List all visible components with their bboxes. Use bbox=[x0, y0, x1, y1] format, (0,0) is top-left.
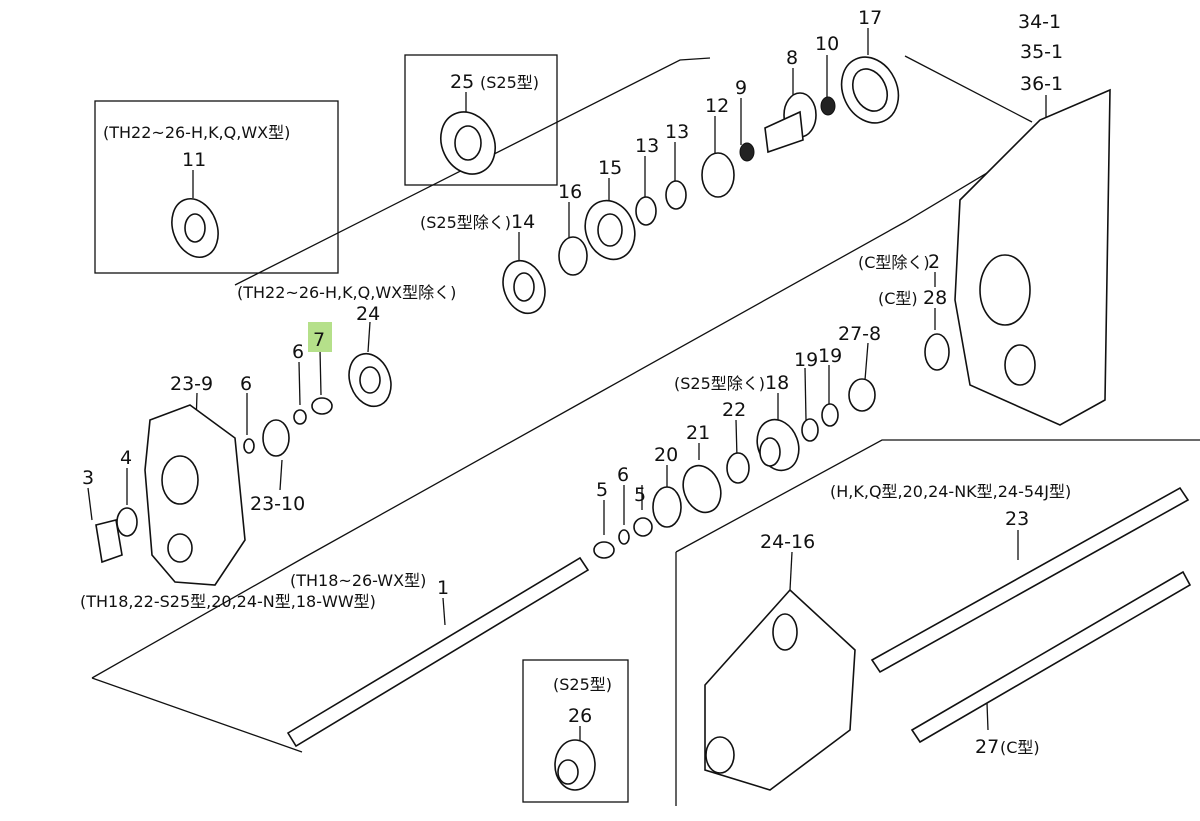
shaft-1 bbox=[286, 556, 590, 748]
label-23-10: 23-10 bbox=[250, 493, 305, 515]
highlight-part-7 bbox=[308, 322, 332, 352]
label-17: 17 bbox=[858, 7, 882, 29]
note-28: (C型) bbox=[878, 289, 918, 308]
label-10: 10 bbox=[815, 33, 839, 55]
upper-shaft-gears bbox=[243, 56, 900, 457]
label-7: 7 bbox=[313, 329, 325, 351]
sleeve-12 bbox=[701, 152, 735, 198]
label-23: 23 bbox=[1005, 508, 1029, 530]
lower-shaft-gears bbox=[593, 333, 950, 559]
label-27: 27 bbox=[975, 736, 999, 758]
bearing-23-10 bbox=[262, 419, 290, 457]
label-2: 2 bbox=[928, 251, 940, 273]
seal-4 bbox=[116, 507, 138, 537]
label-21: 21 bbox=[686, 422, 710, 444]
bearing-19b bbox=[821, 403, 839, 427]
sleeve-3 bbox=[95, 519, 123, 564]
label-16: 16 bbox=[558, 181, 582, 203]
note-27: (C型) bbox=[1000, 738, 1040, 757]
label-14: 14 bbox=[511, 211, 535, 233]
bearing-16 bbox=[558, 236, 588, 276]
note-14: (S25型除く) bbox=[420, 213, 511, 232]
clip-6a bbox=[243, 438, 255, 454]
label-1: 1 bbox=[437, 577, 449, 599]
note-th22-excl: (TH22~26-H,K,Q,WX型除く) bbox=[237, 283, 456, 302]
label-11: 11 bbox=[182, 149, 206, 171]
housing-24-16 bbox=[704, 588, 856, 791]
plate-27-8 bbox=[848, 378, 876, 412]
label-22: 22 bbox=[722, 399, 746, 421]
label-36-1: 36-1 bbox=[1020, 73, 1063, 95]
label-20: 20 bbox=[654, 444, 678, 466]
label-34-1: 34-1 bbox=[1018, 11, 1061, 33]
shaft-27 bbox=[910, 570, 1192, 744]
washer-7 bbox=[311, 397, 333, 415]
inset-box-25 bbox=[404, 54, 558, 186]
section-lines bbox=[91, 55, 1200, 806]
case-34-36 bbox=[954, 88, 1111, 426]
bearing-13b bbox=[665, 180, 687, 210]
label-5a: 5 bbox=[596, 479, 608, 501]
label-9: 9 bbox=[735, 77, 747, 99]
inset-box-11 bbox=[94, 100, 339, 274]
label-13b: 13 bbox=[665, 121, 689, 143]
label-19b: 19 bbox=[818, 345, 842, 367]
bearing-28 bbox=[924, 333, 950, 371]
inset-box-26 bbox=[522, 659, 629, 803]
shaft-23 bbox=[870, 486, 1190, 674]
note-25: (S25型) bbox=[480, 73, 539, 92]
gear-21 bbox=[682, 464, 722, 514]
bearing-10 bbox=[820, 96, 836, 116]
bearing-19a bbox=[801, 418, 819, 442]
label-12: 12 bbox=[705, 95, 729, 117]
clip-6c bbox=[618, 529, 630, 545]
part-labels: 17 10 8 9 12 13 13 15 16 14 11 25 34-1 3… bbox=[82, 7, 1063, 758]
gear-20 bbox=[652, 486, 682, 528]
note-26: (S25型) bbox=[553, 675, 612, 694]
label-13a: 13 bbox=[635, 135, 659, 157]
label-8: 8 bbox=[786, 47, 798, 69]
variant-notes: (S25型) (TH22~26-H,K,Q,WX型) (S25型除く) (TH2… bbox=[80, 73, 1071, 757]
label-6a: 6 bbox=[240, 373, 252, 395]
note-1a: (TH18~26-WX型) bbox=[290, 571, 426, 590]
note-18: (S25型除く) bbox=[674, 374, 765, 393]
label-24-16: 24-16 bbox=[760, 531, 815, 553]
label-5b: 5 bbox=[634, 484, 646, 506]
label-26: 26 bbox=[568, 705, 592, 727]
label-23-9: 23-9 bbox=[170, 373, 213, 395]
label-27-8: 27-8 bbox=[838, 323, 881, 345]
label-19a: 19 bbox=[794, 349, 818, 371]
note-1b: (TH18,22-S25型,20,24-N型,18-WW型) bbox=[80, 592, 376, 611]
label-18: 18 bbox=[765, 372, 789, 394]
label-28: 28 bbox=[923, 287, 947, 309]
label-35-1: 35-1 bbox=[1020, 41, 1063, 63]
washer-5b bbox=[633, 517, 653, 537]
bearing-9 bbox=[739, 142, 755, 162]
label-24: 24 bbox=[356, 303, 380, 325]
note-c-excl: (C型除く) bbox=[858, 253, 930, 272]
label-25: 25 bbox=[450, 71, 474, 93]
clip-6b bbox=[293, 409, 307, 425]
washer-5a bbox=[593, 541, 615, 559]
label-4: 4 bbox=[120, 447, 132, 469]
label-6b: 6 bbox=[292, 341, 304, 363]
note-23: (H,K,Q型,20,24-NK型,24-54J型) bbox=[830, 482, 1071, 501]
bearing-13a bbox=[635, 196, 657, 226]
note-11-box: (TH22~26-H,K,Q,WX型) bbox=[103, 123, 290, 142]
label-15: 15 bbox=[598, 157, 622, 179]
label-6c: 6 bbox=[617, 464, 629, 486]
bearing-22 bbox=[726, 452, 750, 484]
label-3: 3 bbox=[82, 467, 94, 489]
